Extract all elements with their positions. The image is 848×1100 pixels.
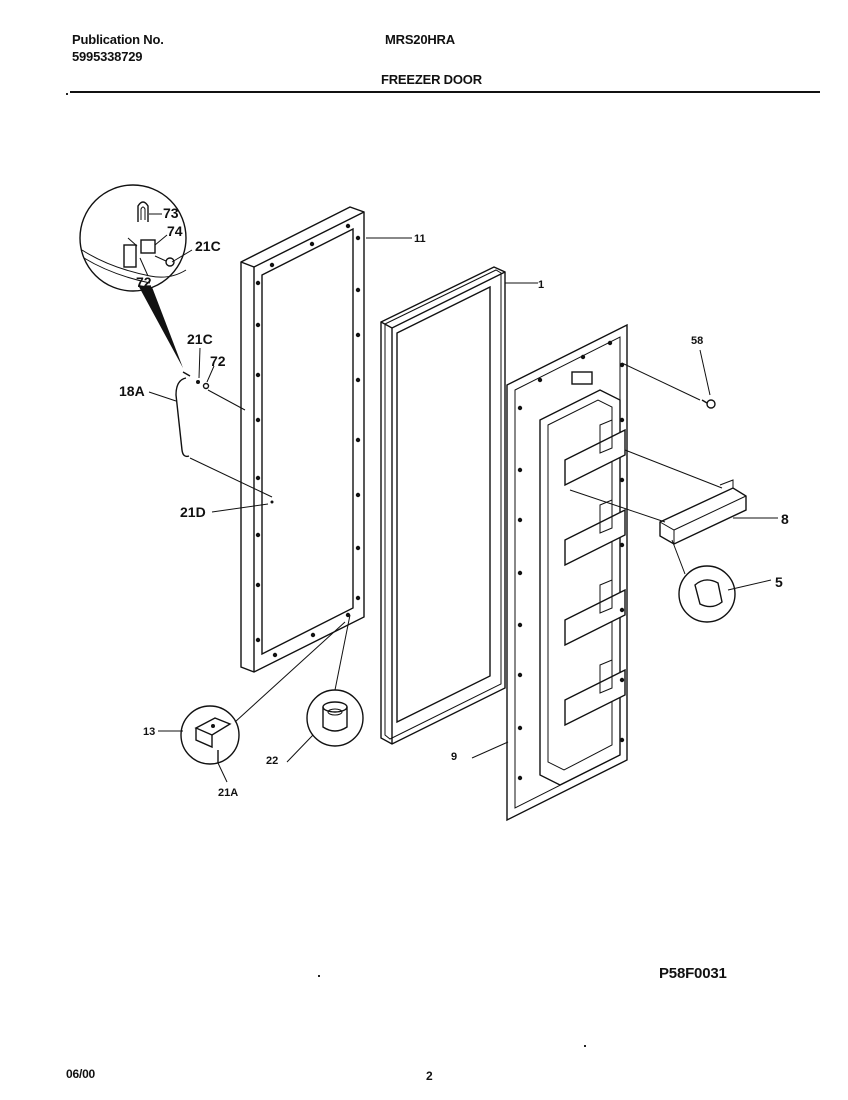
bushing-detail — [286, 614, 364, 763]
shelf-retainer-bar — [569, 449, 778, 545]
publication-label: Publication No. — [72, 32, 164, 47]
door-handle — [148, 347, 274, 513]
stray-dot — [584, 1045, 586, 1047]
stray-dot — [66, 93, 68, 95]
part-label-22: 22 — [266, 755, 278, 767]
part-label-21c-detail: 21C — [195, 238, 221, 254]
part-label-11: 11 — [414, 233, 426, 245]
publication-number: 5995338729 — [72, 49, 143, 64]
footer-date: 06/00 — [66, 1067, 96, 1081]
part-label-72-detail: 72 — [136, 274, 152, 290]
part-label-74: 74 — [167, 223, 183, 239]
handle-mount-detail — [79, 184, 193, 368]
drawing-code: P58F0031 — [659, 965, 727, 982]
part-label-58: 58 — [691, 335, 703, 347]
part-label-72: 72 — [210, 353, 226, 369]
stray-dot — [318, 975, 320, 977]
door-inner-liner — [471, 323, 628, 822]
door-gasket — [380, 266, 538, 745]
part-label-73: 73 — [163, 205, 179, 221]
part-label-21d: 21D — [180, 504, 206, 520]
page-number: 2 — [426, 1069, 433, 1083]
part-label-1: 1 — [538, 279, 544, 291]
part-label-21a: 21A — [218, 787, 238, 799]
part-label-18a: 18A — [119, 383, 145, 399]
section-title: FREEZER DOOR — [381, 72, 482, 87]
screw-58 — [621, 349, 716, 409]
part-labels: 73 74 21C 72 11 1 21C 72 18A 58 8 21D 5 … — [119, 205, 789, 799]
part-label-5: 5 — [775, 574, 783, 590]
part-label-13: 13 — [143, 726, 155, 738]
door-outer-panel — [240, 206, 412, 673]
part-label-21c: 21C — [187, 331, 213, 347]
part-label-8: 8 — [781, 511, 789, 527]
header-rule — [70, 91, 820, 93]
hinge-detail — [158, 621, 346, 783]
model-number: MRS20HRA — [385, 32, 455, 47]
part-label-9: 9 — [451, 751, 457, 763]
shelf-end-cap-detail — [671, 539, 772, 623]
